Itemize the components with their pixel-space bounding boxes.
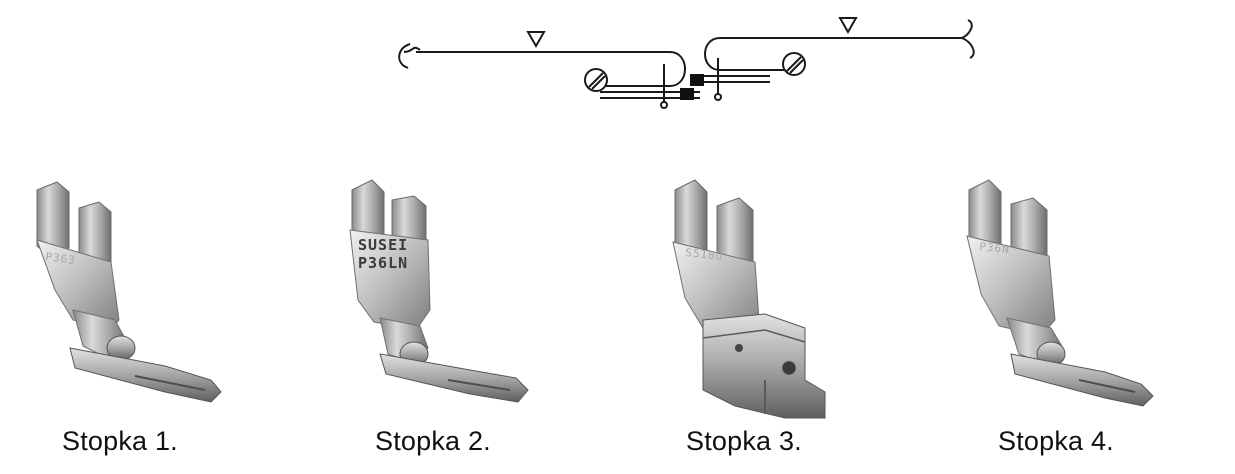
left-triangle-marker bbox=[526, 31, 546, 49]
left-fabric-line bbox=[398, 43, 411, 69]
caption-foot-1: Stopka 1. bbox=[62, 426, 178, 456]
foot-2-stamp-line-2: P36LN bbox=[358, 254, 408, 272]
foot-2-stamp-line-1: SUSEI bbox=[358, 236, 408, 254]
caption-foot-4: Stopka 4. bbox=[998, 426, 1114, 456]
seam-diagram bbox=[398, 17, 975, 109]
right-fabric-line bbox=[961, 19, 973, 39]
right-screw-icon bbox=[782, 52, 806, 76]
right-stitch-block bbox=[690, 74, 704, 86]
caption-foot-3: Stopka 3. bbox=[686, 426, 802, 456]
presser-foot-2-image: SUSEI P36LN bbox=[330, 170, 560, 420]
svg-text:S518U: S518U bbox=[685, 246, 724, 263]
left-stitch-block bbox=[680, 88, 694, 100]
caption-foot-2: Stopka 2. bbox=[375, 426, 491, 456]
svg-text:P363: P363 bbox=[45, 250, 77, 267]
presser-foot-3-image: S518U bbox=[655, 170, 885, 420]
svg-text:P36N: P36N bbox=[979, 240, 1011, 256]
right-triangle-marker bbox=[838, 17, 858, 35]
presser-foot-4-image: P36N bbox=[955, 170, 1185, 420]
presser-foot-1-image: P363 bbox=[15, 170, 245, 420]
left-screw-icon bbox=[584, 68, 608, 92]
